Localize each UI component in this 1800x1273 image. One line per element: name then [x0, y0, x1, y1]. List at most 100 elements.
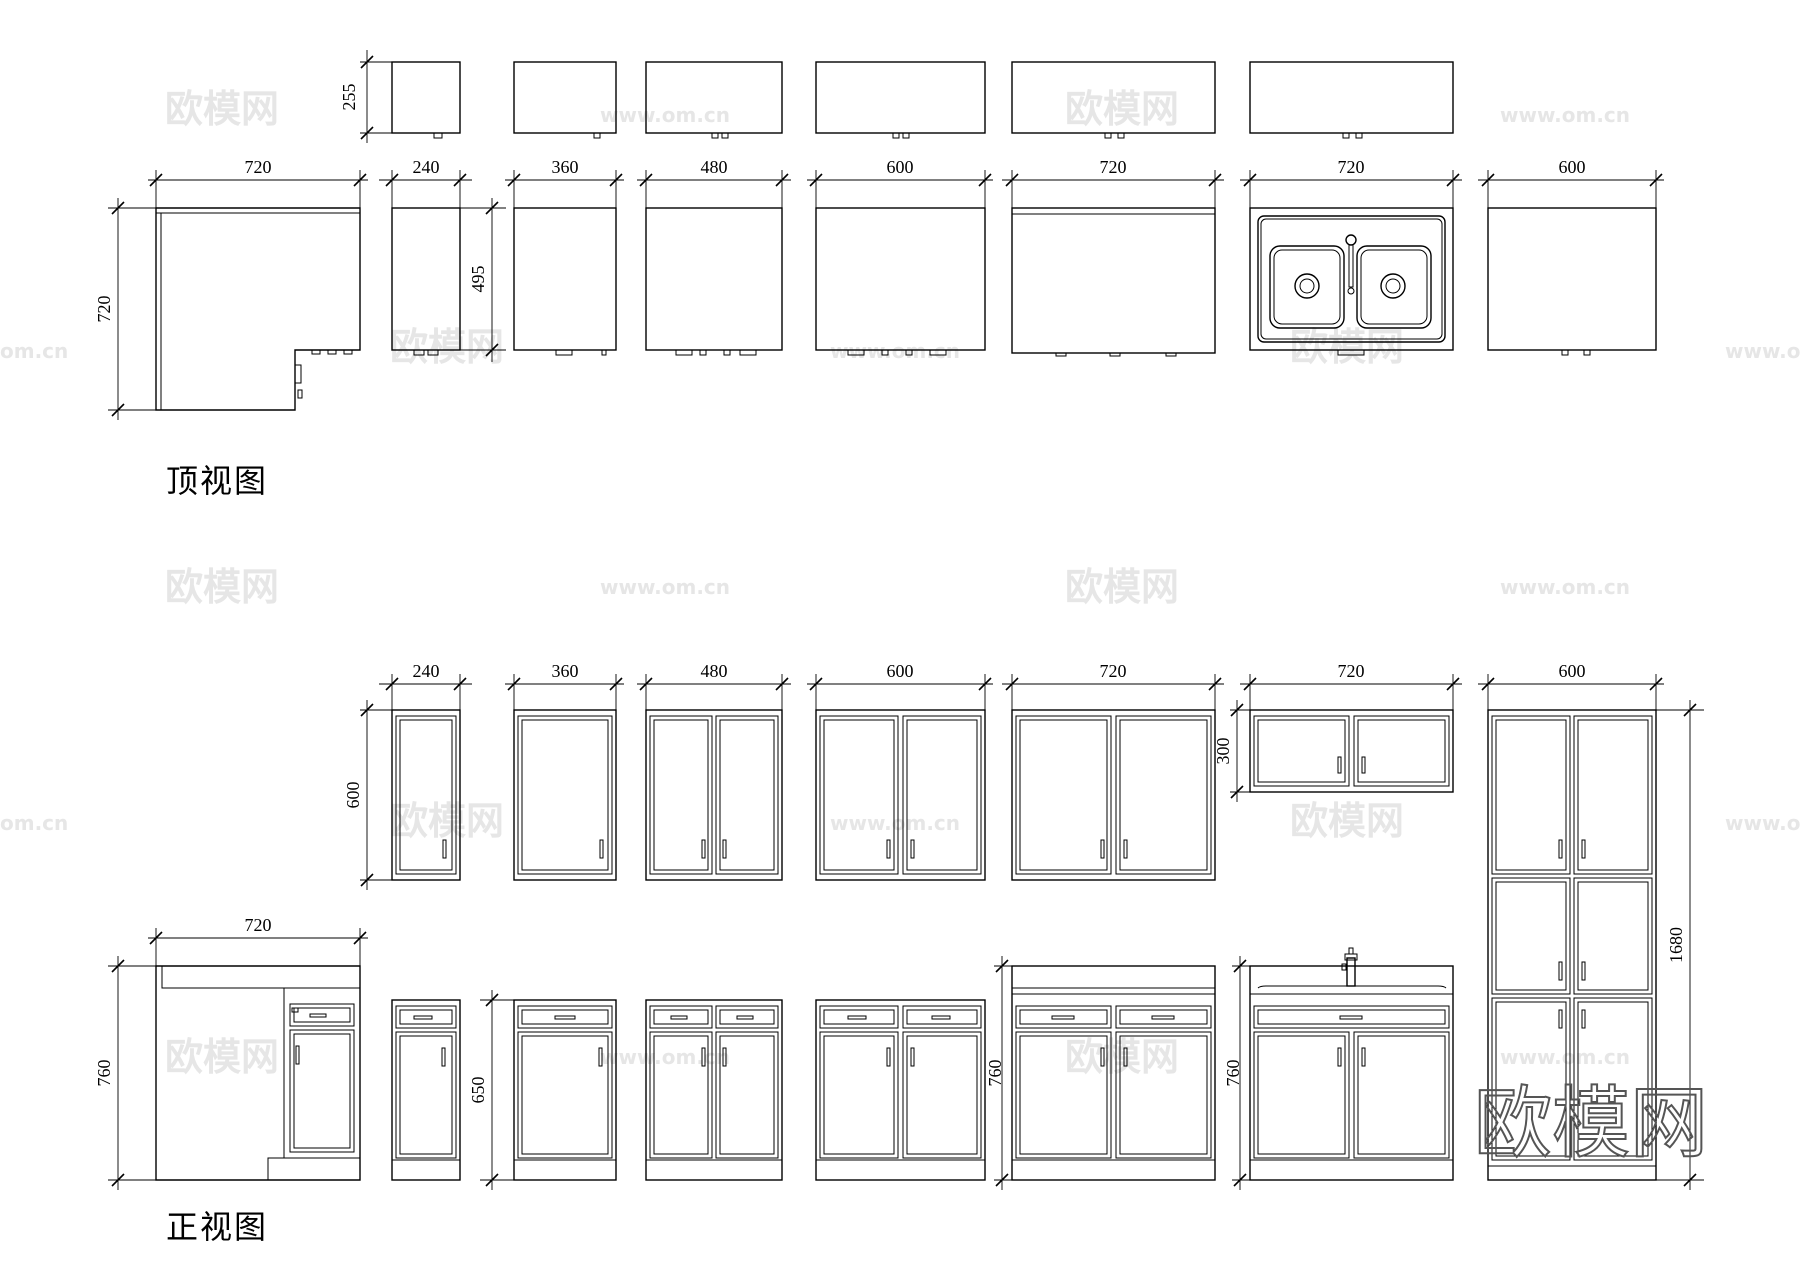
front-view-width-dims: 240 360 480 600 720 720 600 — [379, 661, 1664, 710]
dim-sink-wall-height: 300 — [1213, 738, 1233, 765]
front-wall-cabinet-600 — [815, 709, 986, 881]
drawer-handle-icon — [736, 1015, 754, 1020]
dim-top-width: 480 — [701, 157, 728, 177]
door-handle-icon — [1123, 1047, 1128, 1067]
top-view-wall-row: 255 — [339, 50, 1454, 143]
dim-tall-height: 1680 — [1666, 927, 1686, 963]
watermark-site: www.om.cn — [600, 575, 730, 599]
door-handle-icon — [1558, 1009, 1563, 1029]
dim-top-width: 720 — [1338, 157, 1365, 177]
dim-base-height: 650 — [468, 1077, 488, 1104]
watermark-brand: 欧模网 — [165, 87, 279, 131]
front-base-cabinet-240 — [391, 999, 461, 1181]
watermark-layer: 欧模网 www.om.cn 欧模网 www.om.cn om.cn 欧模网 ww… — [0, 87, 1800, 1079]
watermark-brand: 欧模网 — [1065, 1035, 1179, 1079]
top-base-cabinet-600 — [815, 207, 986, 356]
front-wall-cabinet-360 — [513, 709, 617, 881]
watermark-brand: 欧模网 — [165, 1035, 279, 1079]
watermark-brand: 欧模网 — [1065, 87, 1179, 131]
watermark-site: www.om.cn — [830, 339, 960, 363]
dim-counter-height: 760 — [985, 1060, 1005, 1087]
front-base-cabinet-360 — [513, 999, 617, 1181]
door-handle-icon — [1100, 1047, 1105, 1067]
drawer-handle-icon — [1051, 1015, 1075, 1020]
door-handle-icon — [1558, 839, 1563, 859]
dim-top-corner-width: 720 — [245, 157, 272, 177]
faucet-icon — [1341, 947, 1358, 987]
dim-tall-width: 600 — [1559, 661, 1586, 681]
door-handle-icon — [1581, 839, 1586, 859]
dim-front-corner-height: 760 — [94, 1060, 114, 1087]
front-base-cabinet-720 — [1011, 965, 1216, 1181]
sink-basin-left — [1269, 245, 1345, 329]
dim-front-width: 480 — [701, 661, 728, 681]
front-view-base-row: 720 760 — [94, 915, 1454, 1246]
door-handle-icon — [701, 839, 706, 859]
dim-top-width: 720 — [1100, 157, 1127, 177]
drawer-handle-icon — [554, 1015, 576, 1020]
door-handle-icon — [1100, 839, 1105, 859]
watermark-site: www.o — [1725, 339, 1800, 363]
front-wall-cabinet-480 — [645, 709, 783, 881]
top-base-cabinet-240 — [391, 207, 461, 356]
watermark-brand: 欧模网 — [1290, 325, 1404, 369]
door-handle-icon — [722, 839, 727, 859]
door-handle-icon — [1361, 756, 1366, 774]
door-handle-icon — [910, 839, 915, 859]
dim-front-width: 240 — [413, 661, 440, 681]
drawer-handle-icon — [670, 1015, 688, 1020]
door-handle-icon — [1581, 1009, 1586, 1029]
drawer-handle-icon — [413, 1015, 433, 1020]
front-base-cabinet-480 — [645, 999, 783, 1181]
door-handle-icon — [441, 1047, 446, 1067]
faucet-icon — [1345, 234, 1357, 246]
front-wall-cabinet-720 — [1011, 709, 1216, 881]
top-wall-cabinet-720 — [1011, 61, 1216, 134]
top-wall-cabinet-600 — [815, 61, 986, 134]
watermark-brand: 欧模网 — [390, 325, 504, 369]
top-sink-cabinet — [1249, 207, 1454, 356]
dim-top-corner-depth: 720 — [94, 296, 114, 323]
watermark-brand: 欧模网 — [390, 799, 504, 843]
front-base-cabinet-600 — [815, 999, 986, 1181]
front-view-label: 正视图 — [166, 1208, 268, 1246]
door-handle-icon — [722, 1047, 727, 1067]
watermark-site: www.om.cn — [1500, 103, 1630, 127]
top-view-base-row: 720 240 360 480 600 720 720 600 720 495 — [94, 157, 1664, 500]
top-wall-cabinet-240 — [391, 61, 461, 134]
dim-front-width: 720 — [1338, 661, 1365, 681]
top-base-cabinet-480 — [645, 207, 783, 356]
watermark-site: www.om.cn — [1500, 575, 1630, 599]
dim-front-width: 720 — [1100, 661, 1127, 681]
top-view-label: 顶视图 — [166, 462, 268, 500]
door-handle-icon — [886, 1047, 891, 1067]
top-base-cabinet-600b — [1487, 207, 1657, 356]
watermark-brand: 欧模网 — [1065, 565, 1179, 609]
dim-front-width: 600 — [887, 661, 914, 681]
dim-wall-height: 600 — [343, 782, 363, 809]
dim-top-width: 360 — [552, 157, 579, 177]
door-handle-icon — [442, 839, 447, 859]
front-wall-cabinet-sink — [1249, 709, 1454, 793]
door-handle-icon — [1361, 1047, 1366, 1067]
door-handle-icon — [598, 1047, 603, 1067]
front-view-wall-row: 240 360 480 600 720 720 600 600 — [343, 661, 1704, 1190]
drain-right-icon — [1380, 273, 1406, 299]
dim-front-corner-width: 720 — [245, 915, 272, 935]
watermark-site: www.om.cn — [600, 1045, 730, 1069]
door-handle-icon — [1337, 756, 1342, 774]
front-sink-cabinet — [1249, 947, 1454, 1181]
door-handle-icon — [295, 1045, 300, 1065]
watermark-site: www.om.cn — [600, 103, 730, 127]
watermark-site: www.o — [1725, 811, 1800, 835]
watermark-site: www.om.cn — [1500, 1045, 1630, 1069]
dim-sink-counter-height: 760 — [1223, 1060, 1243, 1087]
dim-wall-depth: 255 — [339, 84, 359, 111]
drain-left-icon — [1294, 273, 1320, 299]
top-corner-cabinet — [155, 207, 361, 411]
drawer-handle-icon — [1339, 1015, 1363, 1020]
top-base-cabinet-360 — [513, 207, 617, 356]
dim-top-cabinet-depth: 495 — [468, 266, 488, 293]
top-view-width-dims: 720 240 360 480 600 720 720 600 — [148, 157, 1664, 208]
